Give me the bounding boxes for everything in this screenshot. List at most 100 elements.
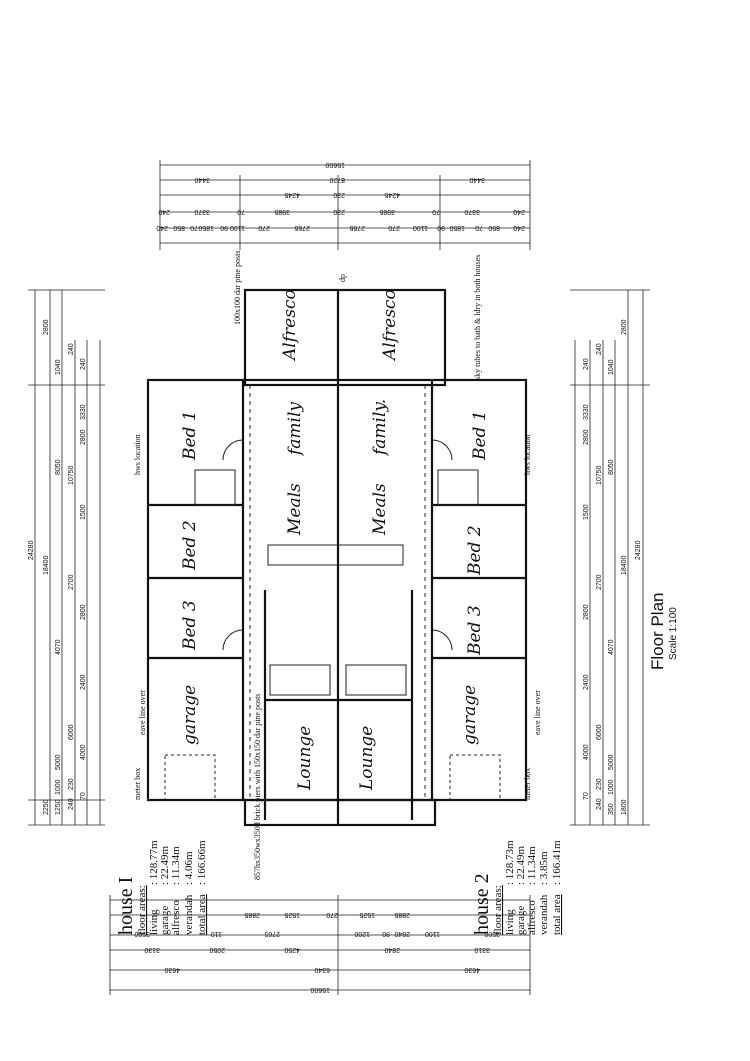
dim-text: 2400 (80, 674, 87, 690)
room-alfresco-2: Alfresco (380, 289, 400, 362)
area-value: : 166.66m (196, 840, 208, 885)
notes: 100x100 dar pine posts sky tubes to bath… (133, 251, 542, 880)
dim-text: 1040 (55, 359, 62, 375)
dim-left-overall: 24280 (28, 540, 35, 560)
dim-text: 3330 (583, 404, 590, 420)
dim-text: 6000 (68, 724, 75, 740)
dim-text: 230 (333, 208, 345, 215)
dim-text: 2765 (294, 224, 310, 231)
dim-text: 1525 (284, 911, 300, 918)
dim-text: 2250 (43, 799, 50, 815)
dim-top-overall: 15600 (325, 161, 345, 168)
dim-text: 230 (596, 778, 603, 790)
dim-text: 240 (68, 798, 75, 810)
dim-text: 1000 (608, 779, 615, 795)
note-meter-box: meter box (523, 768, 532, 800)
house2-subtitle: floor areas: (492, 885, 504, 935)
dim-text: 1850 (198, 224, 214, 231)
area-value: : 166.41m (551, 840, 563, 885)
dim-text: 3370 (464, 208, 480, 215)
room-family-2: family. (370, 399, 390, 457)
dim-text: 1200 (354, 930, 370, 937)
note-eave-line: eave line over (533, 690, 542, 735)
dim-text: 3500 (484, 930, 500, 937)
area-value: : 11.34m (170, 846, 182, 885)
area-label: alfresco (170, 900, 182, 935)
area-value: : 4.06m (183, 851, 195, 885)
area-label: living (148, 909, 160, 935)
dim-text: 2800 (621, 319, 628, 335)
plan-title: Floor Plan Scale 1:100 (648, 593, 679, 670)
dim-text: 2700 (68, 574, 75, 590)
dim-text: 8050 (55, 459, 62, 475)
top-dimensions: 15600 3440 8720 3440 4245 230 4245 240 3… (156, 160, 531, 250)
dim-text: 3440 (469, 176, 485, 183)
dim-text: 4000 (583, 744, 590, 760)
dim-text: 110 (211, 930, 222, 937)
room-lounge-2: Lounge (357, 726, 377, 791)
room-meals-2: Meals (370, 483, 390, 536)
dim-text: 2400 (583, 674, 590, 690)
dim-text: 1850 (449, 224, 465, 231)
dim-text: 2840 (394, 930, 410, 937)
dim-text: 1000 (55, 779, 62, 795)
room-labels: Alfresco Alfresco family family. Meals M… (180, 289, 490, 791)
house1-title: house I (115, 877, 137, 935)
dim-text: 240 (68, 343, 75, 355)
room-bed3-2: Bed 3 (465, 605, 485, 656)
dim-text: 6000 (596, 724, 603, 740)
note-eave-line: eave line over (138, 690, 147, 735)
note-pine-posts: 100x100 dar pine posts (233, 251, 242, 325)
area-value: : 11.34m (526, 846, 538, 885)
dim-text: 3310 (474, 946, 490, 953)
house1-subtitle: floor areas: (136, 885, 148, 935)
room-alfresco-1: Alfresco (280, 289, 300, 362)
dim-text: 4070 (55, 639, 62, 655)
dim-text: 240 (158, 208, 170, 215)
left-dimensions: 24280 2250 18400 2800 1250 1000 5000 407… (28, 289, 105, 826)
dim-text: 270 (326, 911, 338, 918)
dim-text: 70 (475, 224, 483, 231)
room-family-1: family (285, 402, 305, 457)
dim-text: 2800 (583, 429, 590, 445)
dim-text: 2050 (209, 946, 225, 953)
dim-text: 70 (80, 792, 87, 800)
dim-text: 2800 (583, 604, 590, 620)
room-garage-1: garage (180, 685, 200, 745)
dim-text: 2765 (349, 224, 365, 231)
dim-text: 240 (596, 343, 603, 355)
dim-text: 1100 (425, 930, 440, 937)
dim-text: 1100 (413, 224, 428, 231)
area-value: : 128.73m (504, 840, 516, 885)
dim-text: 240 (80, 358, 87, 370)
dim-text: 4070 (608, 639, 615, 655)
dim-text: 2800 (80, 429, 87, 445)
note-hws: hws location (133, 434, 142, 475)
note-sky-tubes: sky tubes to bath & ldry in both houses (473, 255, 482, 380)
dim-text: 270 (388, 224, 400, 231)
dim-text: 1800 (621, 799, 628, 815)
house2-title: house 2 (471, 873, 493, 935)
dim-text: 8720 (329, 176, 345, 183)
note-hws: hws location (523, 434, 532, 475)
dim-text: 240 (156, 224, 168, 231)
note-meter-box: meter box (133, 768, 142, 800)
dim-text: 1500 (80, 504, 87, 520)
dim-text: 70 (190, 224, 198, 231)
dim-text: 4630 (164, 966, 180, 973)
area-label: total area (551, 894, 563, 935)
dim-text: 230 (68, 778, 75, 790)
room-bed3-1: Bed 3 (180, 600, 200, 651)
dim-text: 240 (513, 224, 525, 231)
dim-text: 4630 (464, 966, 480, 973)
dim-text: 1040 (608, 359, 615, 375)
dim-text: 2765 (264, 930, 280, 937)
note-brick-piers: 857hx350wx350d brick piers with 150x150 … (253, 694, 262, 880)
room-bed2-2: Bed 2 (465, 525, 485, 576)
area-value: : 128.77m (148, 840, 160, 885)
dim-text: 230 (333, 191, 345, 198)
room-bed1-2: Bed 1 (470, 410, 490, 461)
dim-text: 70 (432, 208, 440, 215)
dim-text: 3130 (144, 946, 160, 953)
